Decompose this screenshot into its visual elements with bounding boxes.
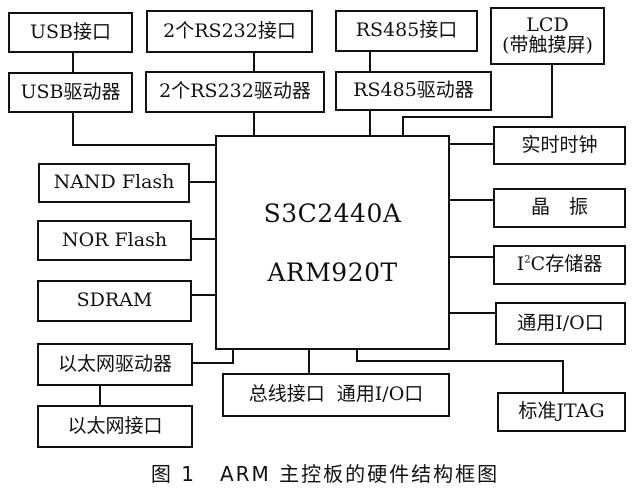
rs232-interface-block: 2个RS232接口	[146, 10, 313, 53]
nand-flash-block: NAND Flash	[38, 163, 190, 203]
wire-ethernet-driver-to-chip	[193, 350, 234, 364]
sdram-label: SDRAM	[76, 289, 153, 312]
processor-core: ARM920T	[267, 257, 398, 287]
i2c-suffix: C存储器	[530, 253, 603, 276]
crystal-block: 晶 振	[493, 188, 626, 228]
rs485-interface-block: RS485接口	[335, 10, 478, 52]
wire-lcd-to-chip	[402, 65, 553, 135]
rs232-driver-block: 2个RS232驱动器	[145, 71, 325, 113]
nand-flash-label: NAND Flash	[53, 171, 175, 194]
i2c-memory-block: I2C存储器	[493, 245, 626, 285]
usb-driver-label: USB驱动器	[20, 80, 121, 103]
processor-model: S3C2440A	[263, 198, 402, 228]
usb-interface-label: USB接口	[30, 20, 111, 43]
rtc-label: 实时时钟	[521, 133, 598, 156]
processor-block: S3C2440A ARM920T	[215, 135, 450, 350]
caption-figure-number: 图 1	[150, 462, 196, 486]
gpio-block: 通用I/O口	[495, 302, 626, 345]
caption-title: ARM 主控板的硬件结构框图	[219, 462, 500, 486]
sdram-block: SDRAM	[37, 280, 192, 322]
ethernet-interface-label: 以太网接口	[67, 414, 163, 437]
bus-gpio-block: 总线接口 通用I/O口	[222, 373, 450, 417]
lcd-touchscreen-label: (带触摸屏)	[502, 34, 593, 56]
bus-gpio-label: 总线接口 通用I/O口	[248, 383, 424, 406]
gpio-label: 通用I/O口	[517, 311, 604, 334]
rs232-driver-label: 2个RS232驱动器	[159, 80, 311, 103]
rs232-interface-label: 2个RS232接口	[163, 19, 296, 42]
rs485-driver-block: RS485驱动器	[335, 71, 492, 111]
lcd-block: LCD (带触摸屏)	[490, 7, 605, 65]
wire-chip-to-jtag	[356, 350, 564, 392]
usb-interface-block: USB接口	[8, 12, 133, 53]
rtc-block: 实时时钟	[493, 126, 626, 165]
figure-caption: 图 1 ARM 主控板的硬件结构框图	[0, 458, 640, 487]
i2c-prefix: I	[516, 253, 525, 276]
lcd-label: LCD	[526, 14, 569, 37]
rs485-interface-label: RS485接口	[355, 19, 458, 42]
nor-flash-label: NOR Flash	[61, 228, 168, 251]
nor-flash-block: NOR Flash	[37, 220, 192, 261]
wire-usb-driver-to-chip	[72, 113, 215, 146]
rs485-driver-label: RS485驱动器	[353, 79, 474, 102]
ethernet-driver-block: 以太网驱动器	[37, 343, 193, 386]
i2c-memory-label: I2C存储器	[516, 253, 603, 276]
ethernet-driver-label: 以太网驱动器	[57, 352, 172, 375]
i2c-superscript: 2	[524, 254, 531, 266]
jtag-label: 标准JTAG	[518, 400, 605, 423]
usb-driver-block: USB驱动器	[8, 72, 133, 113]
crystal-label: 晶 振	[530, 196, 588, 219]
ethernet-interface-block: 以太网接口	[37, 405, 193, 448]
jtag-block: 标准JTAG	[497, 392, 626, 432]
